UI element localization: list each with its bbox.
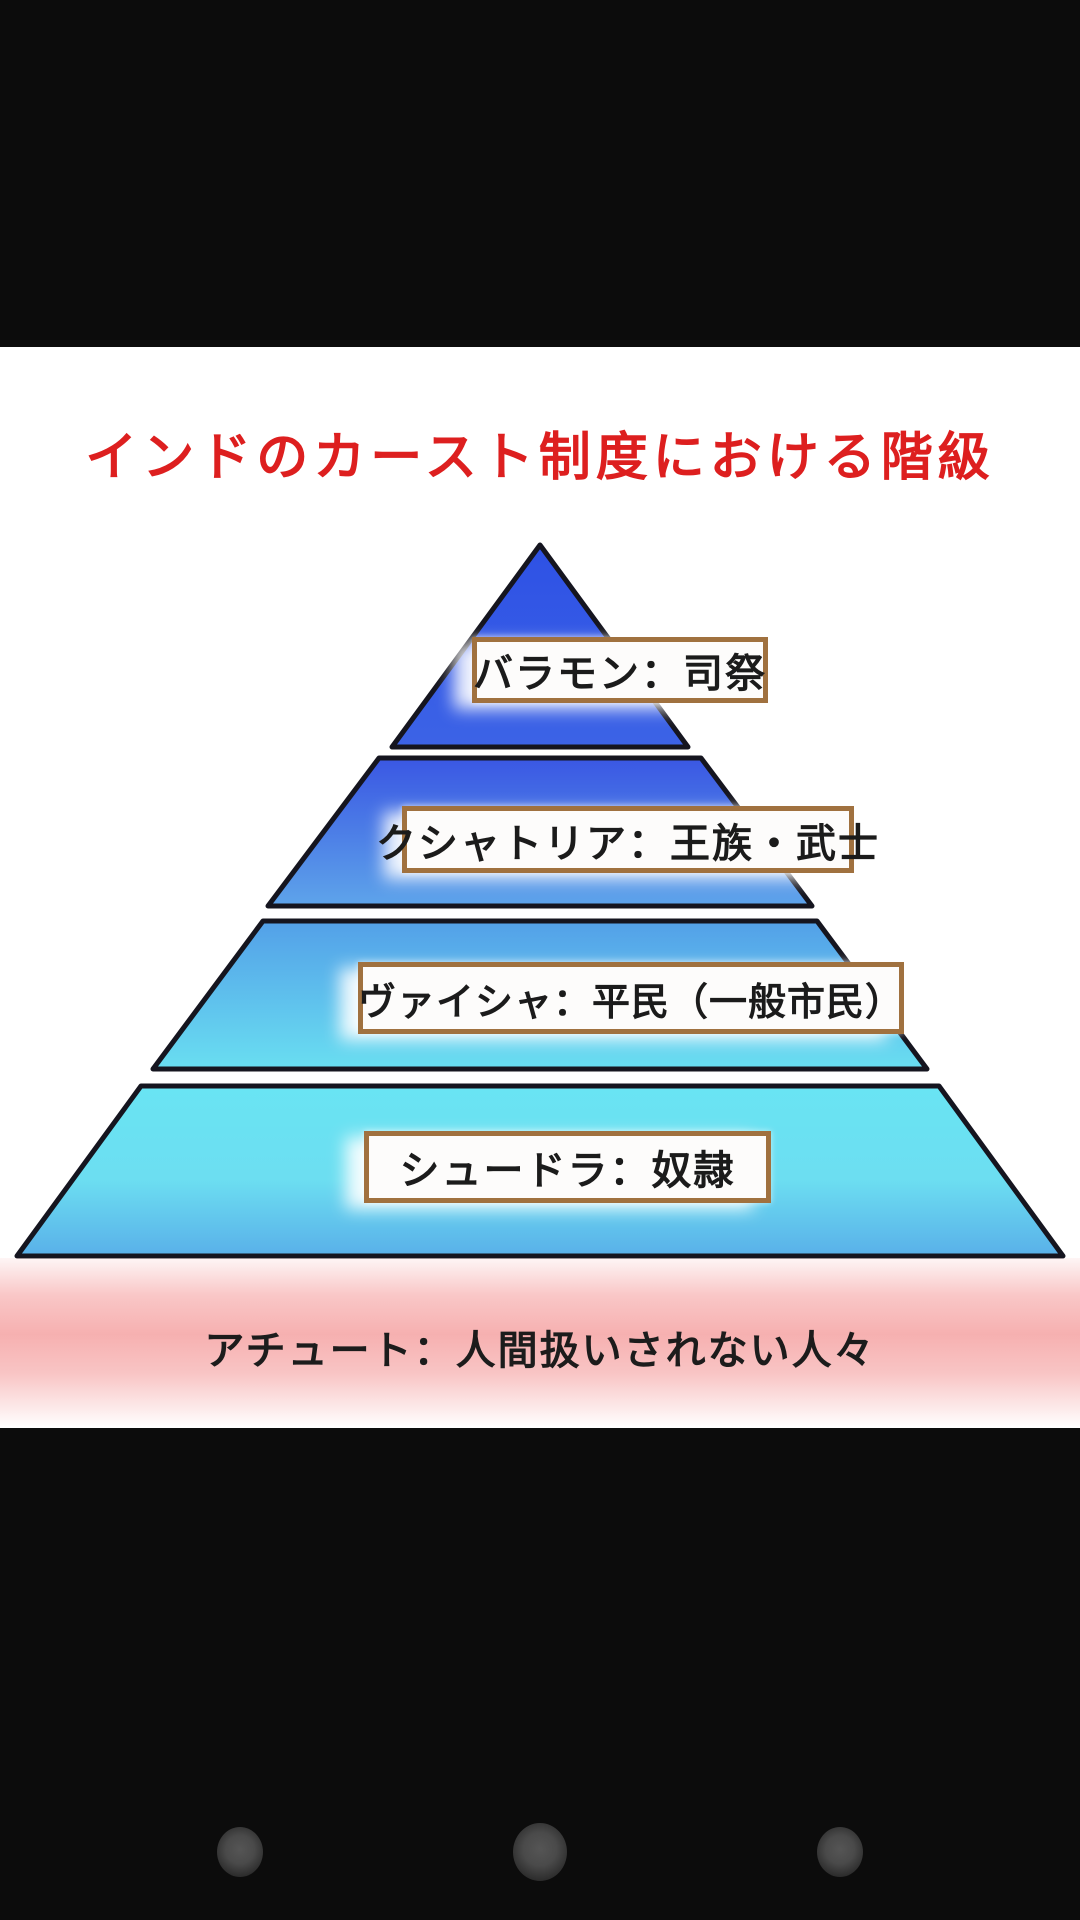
nav-dot-right[interactable] (817, 1827, 863, 1877)
outcaste-band (0, 1258, 1080, 1428)
tier-label-vaishya: ヴァイシャ：平民（一般市民） (358, 962, 904, 1034)
tier-label-shudra: シュードラ：奴隷 (364, 1131, 771, 1203)
nav-dot-center[interactable] (513, 1823, 567, 1881)
top-black-bar (0, 0, 1080, 347)
tier-label-brahmin-text: バラモン：司祭 (473, 651, 767, 697)
diagram-title: インドのカースト制度における階級 (85, 428, 995, 488)
tier-label-shudra-text: シュードラ：奴隷 (399, 1148, 736, 1194)
outcaste-label: アチュート：人間扱いされない人々 (204, 1328, 876, 1374)
nav-dot-left[interactable] (217, 1827, 263, 1877)
tier-label-kshatriya-text: クシャトリア：王族・武士 (376, 820, 880, 867)
tier-label-vaishya-text: ヴァイシャ：平民（一般市民） (358, 979, 905, 1024)
tier-label-brahmin: バラモン：司祭 (472, 637, 768, 703)
tier-label-kshatriya: クシャトリア：王族・武士 (376, 806, 878, 873)
